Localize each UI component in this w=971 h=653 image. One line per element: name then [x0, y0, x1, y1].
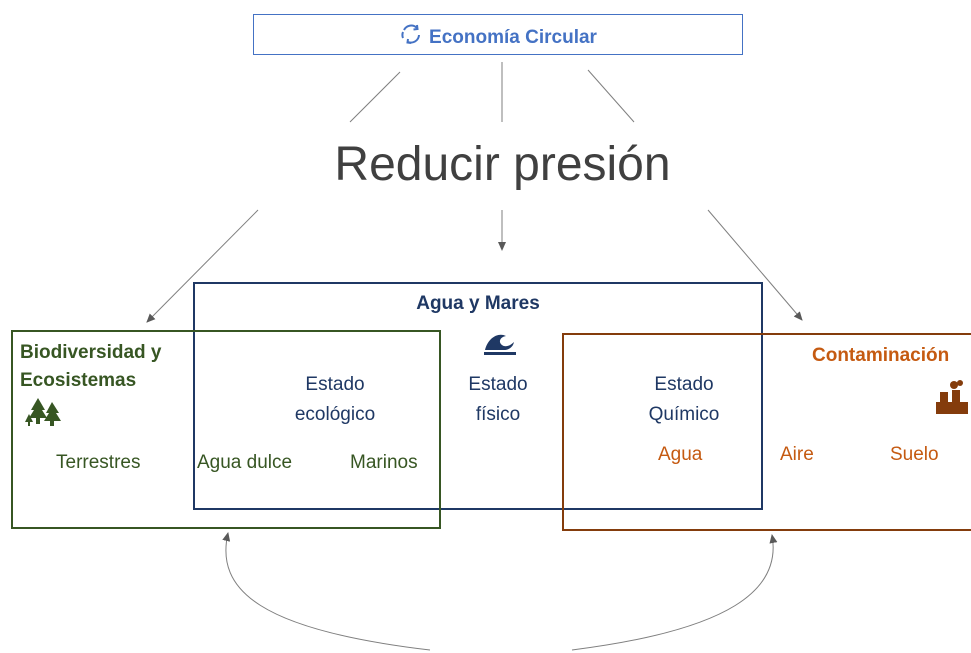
wave-icon — [482, 330, 518, 363]
factory-icon — [934, 378, 971, 421]
circular-economy-box: Economía Circular — [253, 14, 743, 55]
pollution-box — [562, 333, 971, 531]
chemical-status-line2: Químico — [648, 404, 720, 425]
physical-status-line2: físico — [475, 404, 521, 425]
ecological-status-line1: Estado — [305, 374, 365, 395]
arrow-to-biodiversity — [146, 209, 259, 323]
line-left-top — [349, 71, 401, 123]
biodiversity-item-freshwater: Agua dulce — [197, 452, 293, 473]
curve-right — [571, 534, 778, 651]
line-right-top — [587, 69, 635, 123]
biodiversity-item-terrestrial: Terrestres — [56, 452, 141, 473]
title-row: Economía Circular — [254, 22, 742, 52]
ecological-status-line2: ecológico — [294, 404, 376, 425]
pollution-item-water: Agua — [658, 444, 703, 465]
pollution-item-air: Aire — [780, 444, 814, 465]
curve-left — [222, 532, 431, 651]
biodiversity-box — [11, 330, 441, 529]
recycle-icon — [399, 22, 423, 52]
biodiversity-title-line2: Ecosistemas — [20, 370, 137, 391]
reduce-pressure-text: Reducir presión — [334, 138, 671, 191]
biodiversity-title-line1: Biodiversidad y — [20, 342, 162, 363]
biodiversity-item-marine: Marinos — [350, 452, 418, 473]
water-box — [193, 282, 763, 510]
water-title: Agua y Mares — [416, 293, 540, 314]
trees-icon — [24, 396, 64, 433]
physical-status-line1: Estado — [468, 374, 528, 395]
arrow-to-pollution — [707, 209, 803, 321]
chemical-status-line1: Estado — [654, 374, 714, 395]
pollution-title: Contaminación — [812, 345, 950, 366]
circular-economy-label: Economía Circular — [429, 27, 597, 48]
pollution-item-soil: Suelo — [890, 444, 939, 465]
